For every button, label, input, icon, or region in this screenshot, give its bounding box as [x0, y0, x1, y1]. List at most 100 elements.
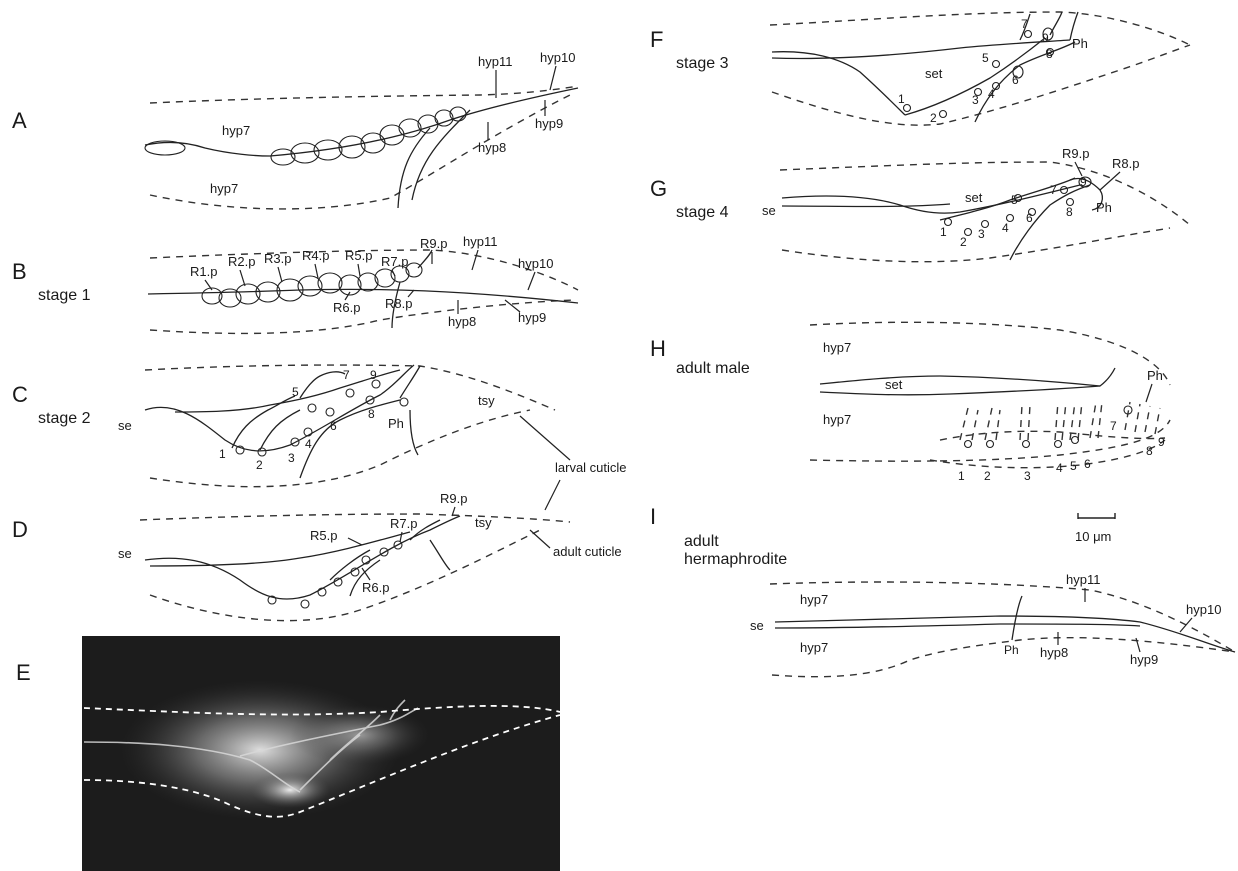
svg-text:2: 2	[930, 111, 937, 125]
svg-text:1: 1	[940, 225, 947, 239]
panel-b-hyp10-pointer	[528, 272, 535, 290]
panel-d-r9p-label: R9.p	[440, 491, 467, 506]
panel-h: H adult male hyp7	[650, 322, 1170, 544]
panel-f-number-labels: 1 2 3 4 5 6 7 8 9	[898, 17, 1053, 125]
panel-a-letter: A	[12, 108, 27, 133]
panel-d-tsy-label: tsy	[475, 515, 492, 530]
scale-bar: 10 μm	[1075, 513, 1115, 544]
panel-i-ph-label: Ph	[1004, 643, 1019, 657]
panel-c-letter: C	[12, 382, 28, 407]
svg-text:8: 8	[1146, 444, 1153, 458]
panel-h-rays	[960, 402, 1160, 448]
svg-text:5: 5	[1070, 459, 1077, 473]
panel-b-hyp10-label: hyp10	[518, 256, 553, 271]
panel-g-outline	[780, 162, 1190, 262]
panel-a-hyp8-label: hyp8	[478, 140, 506, 155]
panel-c-tsy-label: tsy	[478, 393, 495, 408]
panel-f-ph-label: Ph	[1072, 36, 1088, 51]
panel-f-set-label: set	[925, 66, 943, 81]
panel-b-r7p-label: R7.p	[381, 254, 408, 269]
svg-text:6: 6	[1012, 73, 1019, 87]
svg-text:6: 6	[1084, 457, 1091, 471]
panel-b-stage: stage 1	[38, 287, 91, 304]
scale-bar-label: 10 μm	[1075, 529, 1111, 544]
svg-text:3: 3	[1024, 469, 1031, 483]
panel-b: B stage 1 R1.p R2.p	[12, 234, 578, 333]
svg-text:6: 6	[1026, 211, 1033, 225]
svg-text:3: 3	[288, 451, 295, 465]
panel-d-adult-cuticle-pointer	[530, 530, 550, 548]
svg-text:4: 4	[1056, 461, 1063, 475]
panel-c-stage: stage 2	[38, 410, 91, 427]
panel-b-r4p-label: R4.p	[302, 248, 329, 263]
panel-i-stage-line1: adult	[684, 533, 719, 550]
panel-g-stage: stage 4	[676, 204, 729, 221]
svg-text:7: 7	[1110, 419, 1117, 433]
panel-d-r6p-label: R6.p	[362, 580, 389, 595]
svg-text:6: 6	[330, 419, 337, 433]
panel-a-hyp7-lower-label: hyp7	[210, 181, 238, 196]
svg-text:7: 7	[343, 368, 350, 382]
panel-a-hyp9-label: hyp9	[535, 116, 563, 131]
panel-c-larval-cuticle-pointer-2	[545, 480, 560, 510]
panel-i-hyp10-label: hyp10	[1186, 602, 1221, 617]
panel-c-se-label: se	[118, 418, 132, 433]
panel-h-stage: adult male	[676, 360, 750, 377]
panel-g-set-label: set	[965, 190, 983, 205]
svg-text:3: 3	[972, 93, 979, 107]
svg-text:4: 4	[988, 87, 995, 101]
svg-text:2: 2	[256, 458, 263, 472]
panel-a: A hyp7 hyp7 hyp11 hyp10 hyp9	[12, 50, 578, 209]
panel-i-letter: I	[650, 504, 656, 529]
svg-text:1: 1	[219, 447, 226, 461]
panel-d-letter: D	[12, 517, 28, 542]
svg-text:9: 9	[1080, 175, 1087, 189]
panel-d-r5p-label: R5.p	[310, 528, 337, 543]
panel-g-se-label: se	[762, 203, 776, 218]
panel-b-hyp9-label: hyp9	[518, 310, 546, 325]
panel-e: E	[16, 636, 560, 871]
panel-g-r9p-label: R9.p	[1062, 146, 1089, 161]
svg-text:4: 4	[1002, 221, 1009, 235]
panel-f-stage: stage 3	[676, 55, 729, 72]
panel-b-r9p-label: R9.p	[420, 236, 447, 251]
panel-b-hyp11-label: hyp11	[463, 234, 497, 249]
panel-h-set	[820, 368, 1115, 395]
panel-f-letter: F	[650, 27, 663, 52]
panel-i-stage-line2: hermaphrodite	[684, 551, 787, 568]
panel-d-adult-cuticle-label: adult cuticle	[553, 544, 622, 559]
panel-i-hyp7-lower-label: hyp7	[800, 640, 828, 655]
svg-text:1: 1	[958, 469, 965, 483]
panel-b-hyp9-pointer	[505, 300, 520, 312]
panel-c-ph-label: Ph	[388, 416, 404, 431]
panel-h-letter: H	[650, 336, 666, 361]
svg-text:1: 1	[898, 92, 905, 106]
panel-a-hyp10-pointer	[550, 66, 556, 90]
svg-text:8: 8	[1066, 205, 1073, 219]
panel-c: C stage 2 se tsy Ph	[12, 365, 627, 510]
panel-i-hyp7-upper-label: hyp7	[800, 592, 828, 607]
panel-b-hyp11-pointer	[472, 250, 478, 270]
svg-text:3: 3	[978, 227, 985, 241]
svg-text:7: 7	[1050, 183, 1057, 197]
panel-f: F stage 3 set Ph 1 2	[650, 12, 1190, 125]
panel-h-outline	[810, 322, 1170, 467]
panel-i-hyp9-label: hyp9	[1130, 652, 1158, 667]
svg-text:2: 2	[960, 235, 967, 249]
panel-i: I adult hermaphrodite se hyp7 hyp7 hyp11…	[650, 504, 1235, 677]
panel-b-hyp8-label: hyp8	[448, 314, 476, 329]
panel-b-letter: B	[12, 259, 27, 284]
panel-b-r1p-label: R1.p	[190, 264, 217, 279]
panel-c-larval-cuticle-label: larval cuticle	[555, 460, 627, 475]
svg-text:5: 5	[1011, 193, 1018, 207]
svg-text:5: 5	[292, 385, 299, 399]
panel-b-r6p-label: R6.p	[333, 300, 360, 315]
panel-g-r8p-label: R8.p	[1112, 156, 1139, 171]
panel-b-r3p-label: R3.p	[264, 251, 291, 266]
panel-i-hyp11-label: hyp11	[1066, 572, 1100, 587]
panel-f-outline	[770, 12, 1190, 125]
panel-b-r2p-label: R2.p	[228, 254, 255, 269]
panel-h-hyp7-lower-label: hyp7	[823, 412, 851, 427]
svg-text:5: 5	[982, 51, 989, 65]
